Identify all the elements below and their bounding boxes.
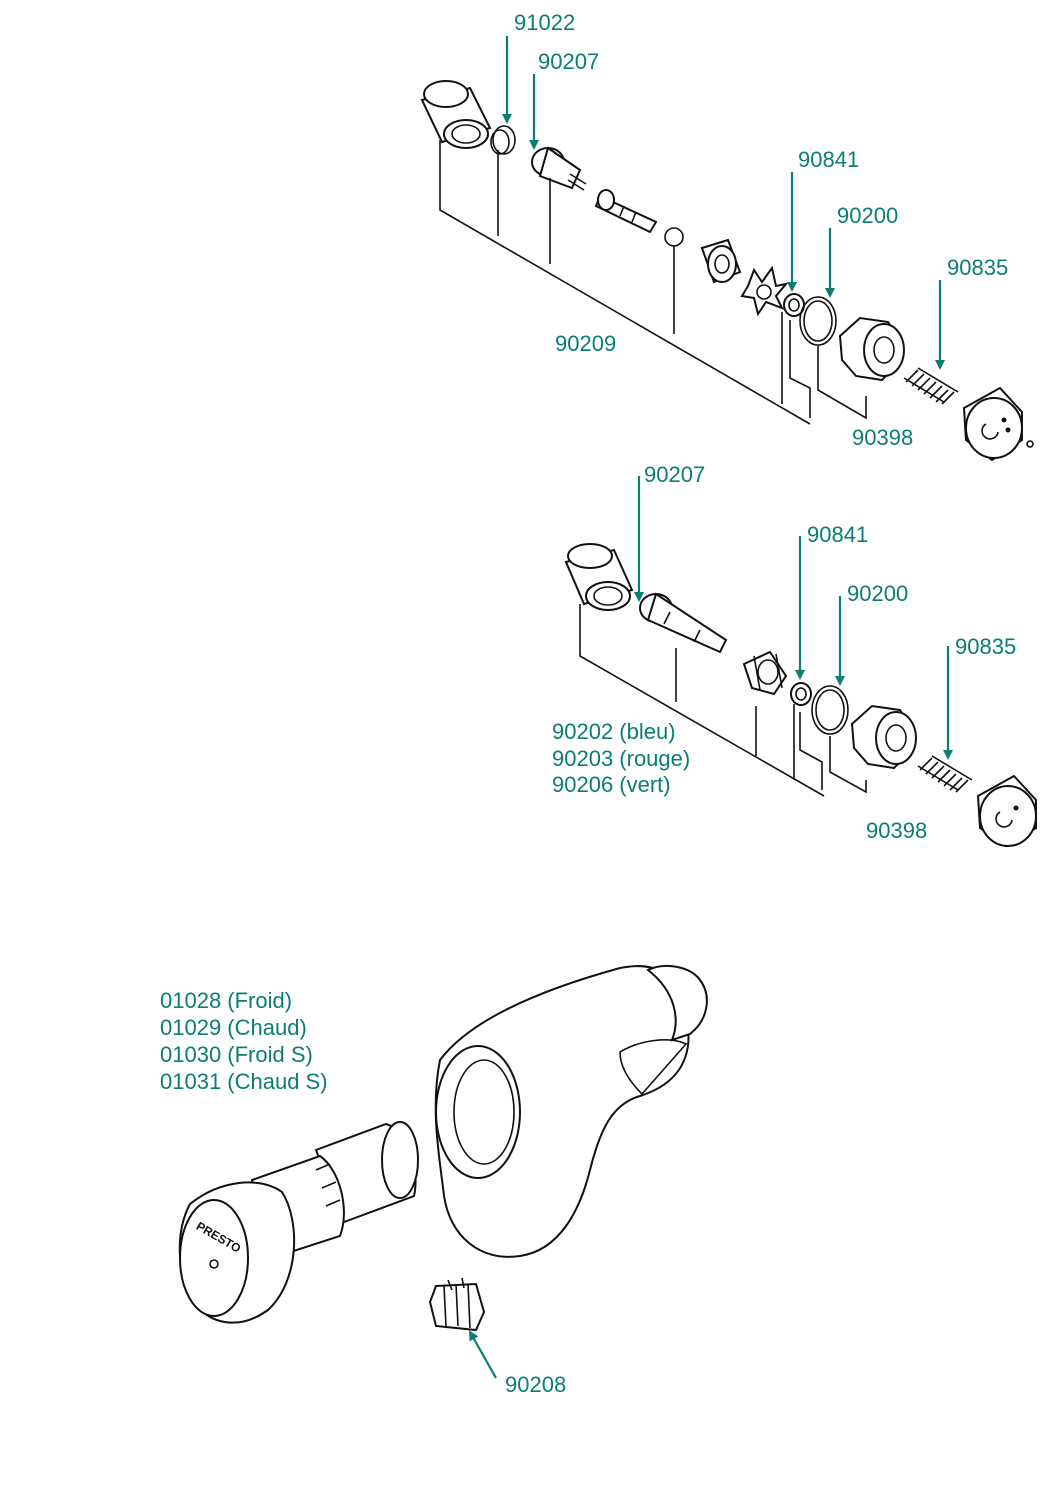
gear-piece-part	[700, 238, 742, 284]
callout-arrows-3	[469, 1330, 497, 1379]
o-ring-small-part	[664, 227, 684, 247]
label-90841-b: 90841	[807, 522, 868, 547]
push-cap-part-2	[976, 774, 1037, 848]
label-90207-b: 90207	[644, 462, 705, 487]
clip-ring-part	[490, 125, 516, 155]
label-90203-rouge: 90203 (rouge)	[552, 746, 690, 771]
leader-lines-2	[579, 604, 867, 797]
label-90206-vert: 90206 (vert)	[552, 772, 671, 797]
label-90202-bleu: 90202 (bleu)	[552, 719, 676, 744]
star-piece-part	[740, 265, 789, 317]
label-90398-b: 90398	[866, 818, 927, 843]
label-90200-a: 90200	[837, 203, 898, 228]
label-01029-chaud: 01029 (Chaud)	[160, 1015, 307, 1040]
spindle-part	[594, 189, 658, 234]
hex-body-part	[838, 316, 905, 382]
label-90209: 90209	[555, 331, 616, 356]
label-90398-a: 90398	[852, 425, 913, 450]
label-90207-a: 90207	[538, 49, 599, 74]
label-90835-b: 90835	[955, 634, 1016, 659]
leader-lines-1	[439, 140, 867, 425]
spring-part	[903, 367, 959, 405]
label-91022: 91022	[514, 10, 575, 35]
gear-sleeve-part	[428, 1277, 486, 1332]
hex-body-part-2	[850, 704, 917, 770]
o-ring-large-part-2	[811, 685, 849, 735]
washer-part-2	[790, 682, 812, 706]
assembly-3: PRESTO 01028 (Froid) 01029 (Chaud) 01030…	[160, 964, 708, 1397]
label-90200-b: 90200	[847, 581, 908, 606]
label-01031-chaud-s: 01031 (Chaud S)	[160, 1069, 328, 1094]
callout-arrows-1	[502, 36, 945, 370]
cartridge-sleeve-part	[420, 80, 492, 149]
cartridge-sleeve-part-2	[564, 543, 634, 611]
spring-part-2	[917, 755, 973, 793]
cartridge-knob-part: PRESTO	[178, 1121, 419, 1324]
callout-arrows-2	[634, 476, 953, 760]
assembly-2: 90207 90841 90200 90835 90202 (bleu) 902…	[552, 462, 1037, 848]
head-part	[531, 146, 587, 191]
gear-piece-part-2	[742, 650, 788, 696]
o-ring-large-part	[799, 296, 837, 346]
label-90835-a: 90835	[947, 255, 1008, 280]
head-spindle-part-2	[639, 592, 728, 654]
tap-body-part	[434, 964, 708, 1258]
assembly-1: 91022 90207 90841 90200 90835 90209 9039…	[420, 10, 1034, 462]
arrow-90208	[469, 1330, 497, 1379]
label-90841-a: 90841	[798, 147, 859, 172]
push-cap-part	[962, 386, 1034, 462]
label-01030-froid-s: 01030 (Froid S)	[160, 1042, 313, 1067]
label-90208: 90208	[505, 1372, 566, 1397]
label-01028-froid: 01028 (Froid)	[160, 988, 292, 1013]
